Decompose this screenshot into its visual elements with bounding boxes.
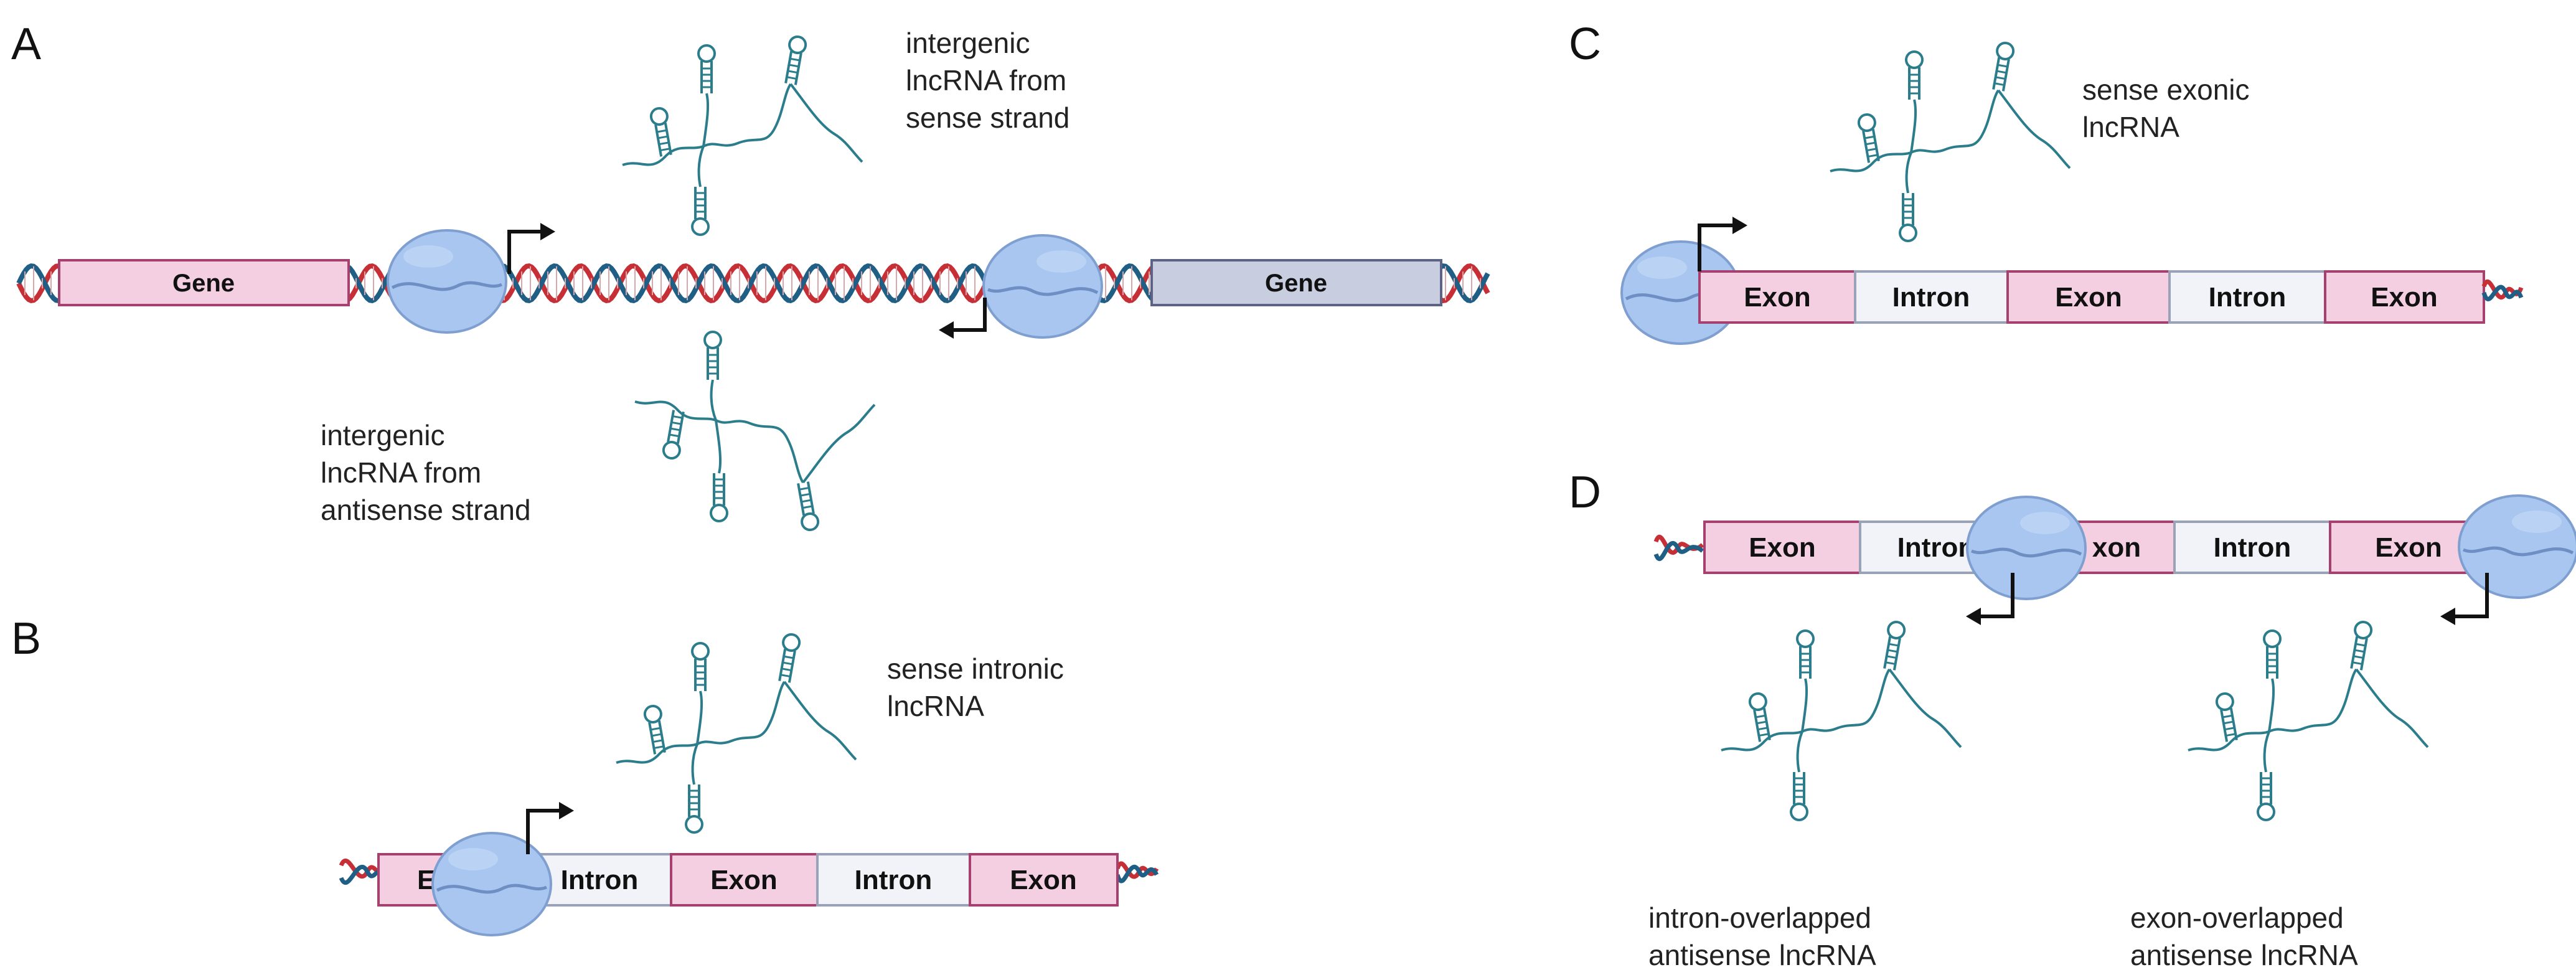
rna-polymerase-d-exon: [2459, 496, 2576, 598]
gene-label-right: Gene: [1265, 270, 1327, 297]
segment-label: Intron: [1892, 282, 1970, 313]
label-sense-intronic: sense intronic lncRNA: [887, 653, 1072, 722]
rna-polymerase-d-intron: [1967, 497, 2085, 599]
segment-label: Exon: [1010, 865, 1077, 895]
transcription-arrow-b: [526, 802, 574, 854]
label-intergenic-sense: intergenic lncRNA from sense strand: [906, 27, 1074, 134]
panel-label-b: B: [11, 614, 41, 664]
lncrna-exon-overlapped-antisense: [2188, 621, 2428, 820]
gene-box-right: [1150, 259, 1442, 306]
gene-box-left: [58, 259, 350, 306]
lncrna-intron-overlapped-antisense: [1721, 621, 1961, 820]
transcription-arrow-d-intron: [1966, 573, 2014, 625]
transcription-arrow-c: [1698, 217, 1747, 271]
gene-segments-d: Exon Intron xon Intron Exon: [1703, 521, 2488, 574]
segment-label: xon: [2092, 532, 2141, 563]
transcription-arrow-d-exon: [2440, 573, 2489, 625]
lncrna-intergenic-antisense: [635, 332, 875, 531]
segment-label: Exon: [1749, 532, 1816, 563]
segment-label: Intron: [561, 865, 639, 895]
segment-label: Exon: [2055, 282, 2122, 313]
gene-segments-c: Exon Intron Exon Intron Exon: [1698, 270, 2485, 324]
panel-label-c: C: [1569, 19, 1601, 69]
rna-polymerase-b: [433, 833, 551, 935]
label-intron-overlapped: intron-overlapped antisense lncRNA: [1648, 902, 1879, 971]
segment-label: Intron: [1897, 532, 1975, 563]
lncrna-sense-exonic: [1830, 42, 2070, 241]
segment-label: Exon: [710, 865, 778, 895]
segment-label: Intron: [2214, 532, 2292, 563]
dna-end-right-b: [1115, 861, 1159, 883]
segment-label: Exon: [2375, 532, 2442, 563]
dna-end-left-b: [339, 858, 383, 885]
dna-end-right-c: [2481, 279, 2524, 301]
dna-end-left-d: [1653, 534, 1704, 562]
lncrna-sense-intronic: [616, 633, 856, 832]
transcription-arrow-left-a: [939, 298, 987, 339]
segment-label: Exon: [2371, 282, 2438, 313]
rna-polymerase-antisense: [984, 235, 1102, 337]
panel-label-d: D: [1569, 468, 1601, 517]
label-intergenic-antisense: intergenic lncRNA from antisense strand: [321, 419, 531, 526]
label-sense-exonic: sense exonic lncRNA: [2082, 73, 2257, 143]
panel-label-a: A: [11, 19, 41, 69]
rna-polymerase-sense: [388, 230, 506, 332]
lncrna-intergenic-sense: [623, 35, 862, 235]
segment-label: Intron: [2209, 282, 2287, 313]
gene-label-left: Gene: [172, 270, 235, 297]
label-exon-overlapped: exon-overlapped antisense lncRNA: [2130, 902, 2358, 971]
segment-label: Exon: [1744, 282, 1811, 313]
transcription-arrow-right-a: [507, 223, 555, 274]
segment-label: Intron: [855, 865, 933, 895]
